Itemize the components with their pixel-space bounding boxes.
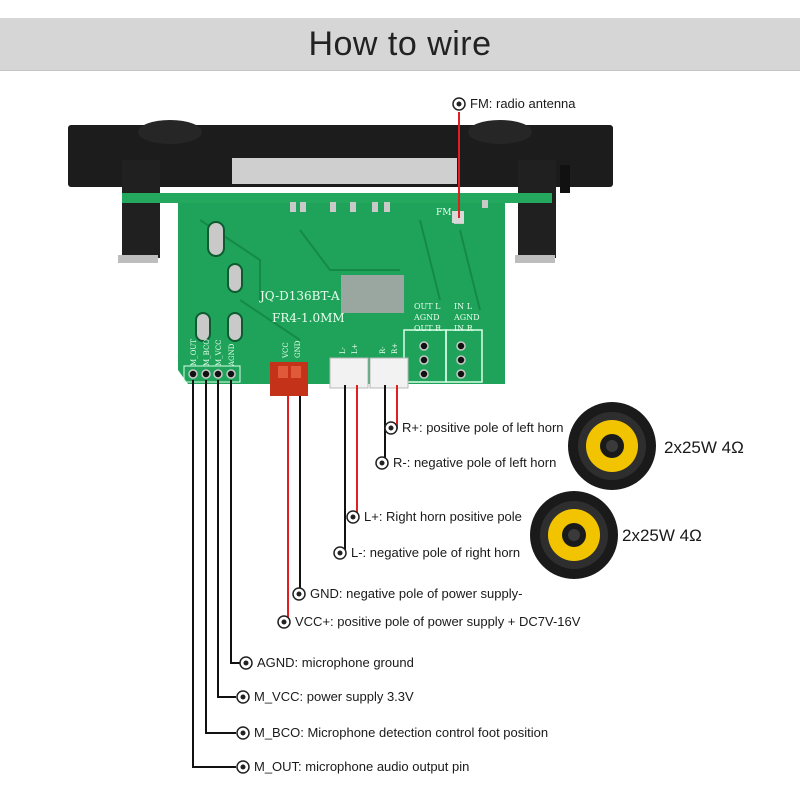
power-connector — [270, 362, 308, 396]
gnd-label: GND: negative pole of power supply- — [310, 586, 523, 601]
l-plus-wire — [352, 385, 358, 518]
chip — [341, 275, 404, 313]
out-agnd-silk: AGND — [413, 313, 440, 322]
m-vcc-wire — [217, 380, 236, 698]
speaker-spec: 2x25W 4Ω — [664, 438, 744, 457]
agnd-label: AGND: microphone ground — [257, 655, 414, 670]
pin-vcc-silk: VCC — [282, 342, 290, 359]
pin-r-minus-silk: R- — [379, 346, 387, 354]
l-minus-label: L-: negative pole of right horn — [351, 545, 521, 560]
fm-label: FM: radio antenna — [470, 96, 576, 111]
pin-m-out-silk: M_OUT — [190, 339, 198, 366]
title-banner: How to wire — [0, 18, 800, 71]
speaker-l-connector — [329, 357, 369, 389]
in-l-silk: IN L — [454, 302, 473, 311]
pin-m-bco-silk: M_BCO — [203, 339, 211, 366]
m-out-wire — [192, 380, 236, 768]
page-title: How to wire — [308, 25, 492, 63]
r-plus-label: R+: positive pole of left horn — [402, 420, 564, 435]
speaker-r-connector — [369, 357, 409, 389]
speaker-icon — [530, 491, 618, 579]
m-bco-wire — [205, 380, 236, 734]
pin-r-plus-silk: R+ — [391, 343, 399, 354]
speaker-icon — [568, 402, 656, 490]
in-r-silk: IN R — [454, 324, 474, 333]
vcc-label: VCC+: positive pole of power supply + DC… — [295, 614, 581, 629]
out-l-silk: OUT L — [414, 302, 441, 311]
m-bco-label: M_BCO: Microphone detection control foot… — [254, 725, 549, 740]
pcb — [122, 193, 552, 396]
in-agnd-silk: AGND — [453, 313, 480, 322]
fm-silk: FM — [436, 208, 451, 218]
speaker-spec: 2x25W 4Ω — [622, 526, 702, 545]
out-r-silk: OUT R — [414, 324, 442, 333]
pin-m-vcc-silk: M_VCC — [215, 340, 223, 366]
board-material: FR4-1.0MM — [272, 311, 345, 325]
board-model: JQ-D136BT-A — [258, 289, 340, 303]
l-plus-label: L+: Right horn positive pole — [364, 509, 522, 524]
agnd-wire — [230, 380, 240, 664]
gnd-wire — [298, 396, 301, 595]
pin-gnd-silk: GND — [294, 340, 302, 358]
pin-l-plus-silk: L+ — [351, 343, 359, 354]
pin-l-minus-silk: L- — [339, 346, 347, 354]
m-vcc-label: M_VCC: power supply 3.3V — [254, 689, 414, 704]
m-out-label: M_OUT: microphone audio output pin — [254, 759, 470, 774]
vcc-wire — [282, 396, 289, 623]
l-minus-wire — [339, 385, 346, 554]
r-minus-label: R-: negative pole of left horn — [393, 455, 557, 470]
r-minus-wire — [380, 385, 386, 464]
display-panel — [68, 120, 613, 263]
pin-agnd-silk: AGND — [228, 343, 236, 367]
